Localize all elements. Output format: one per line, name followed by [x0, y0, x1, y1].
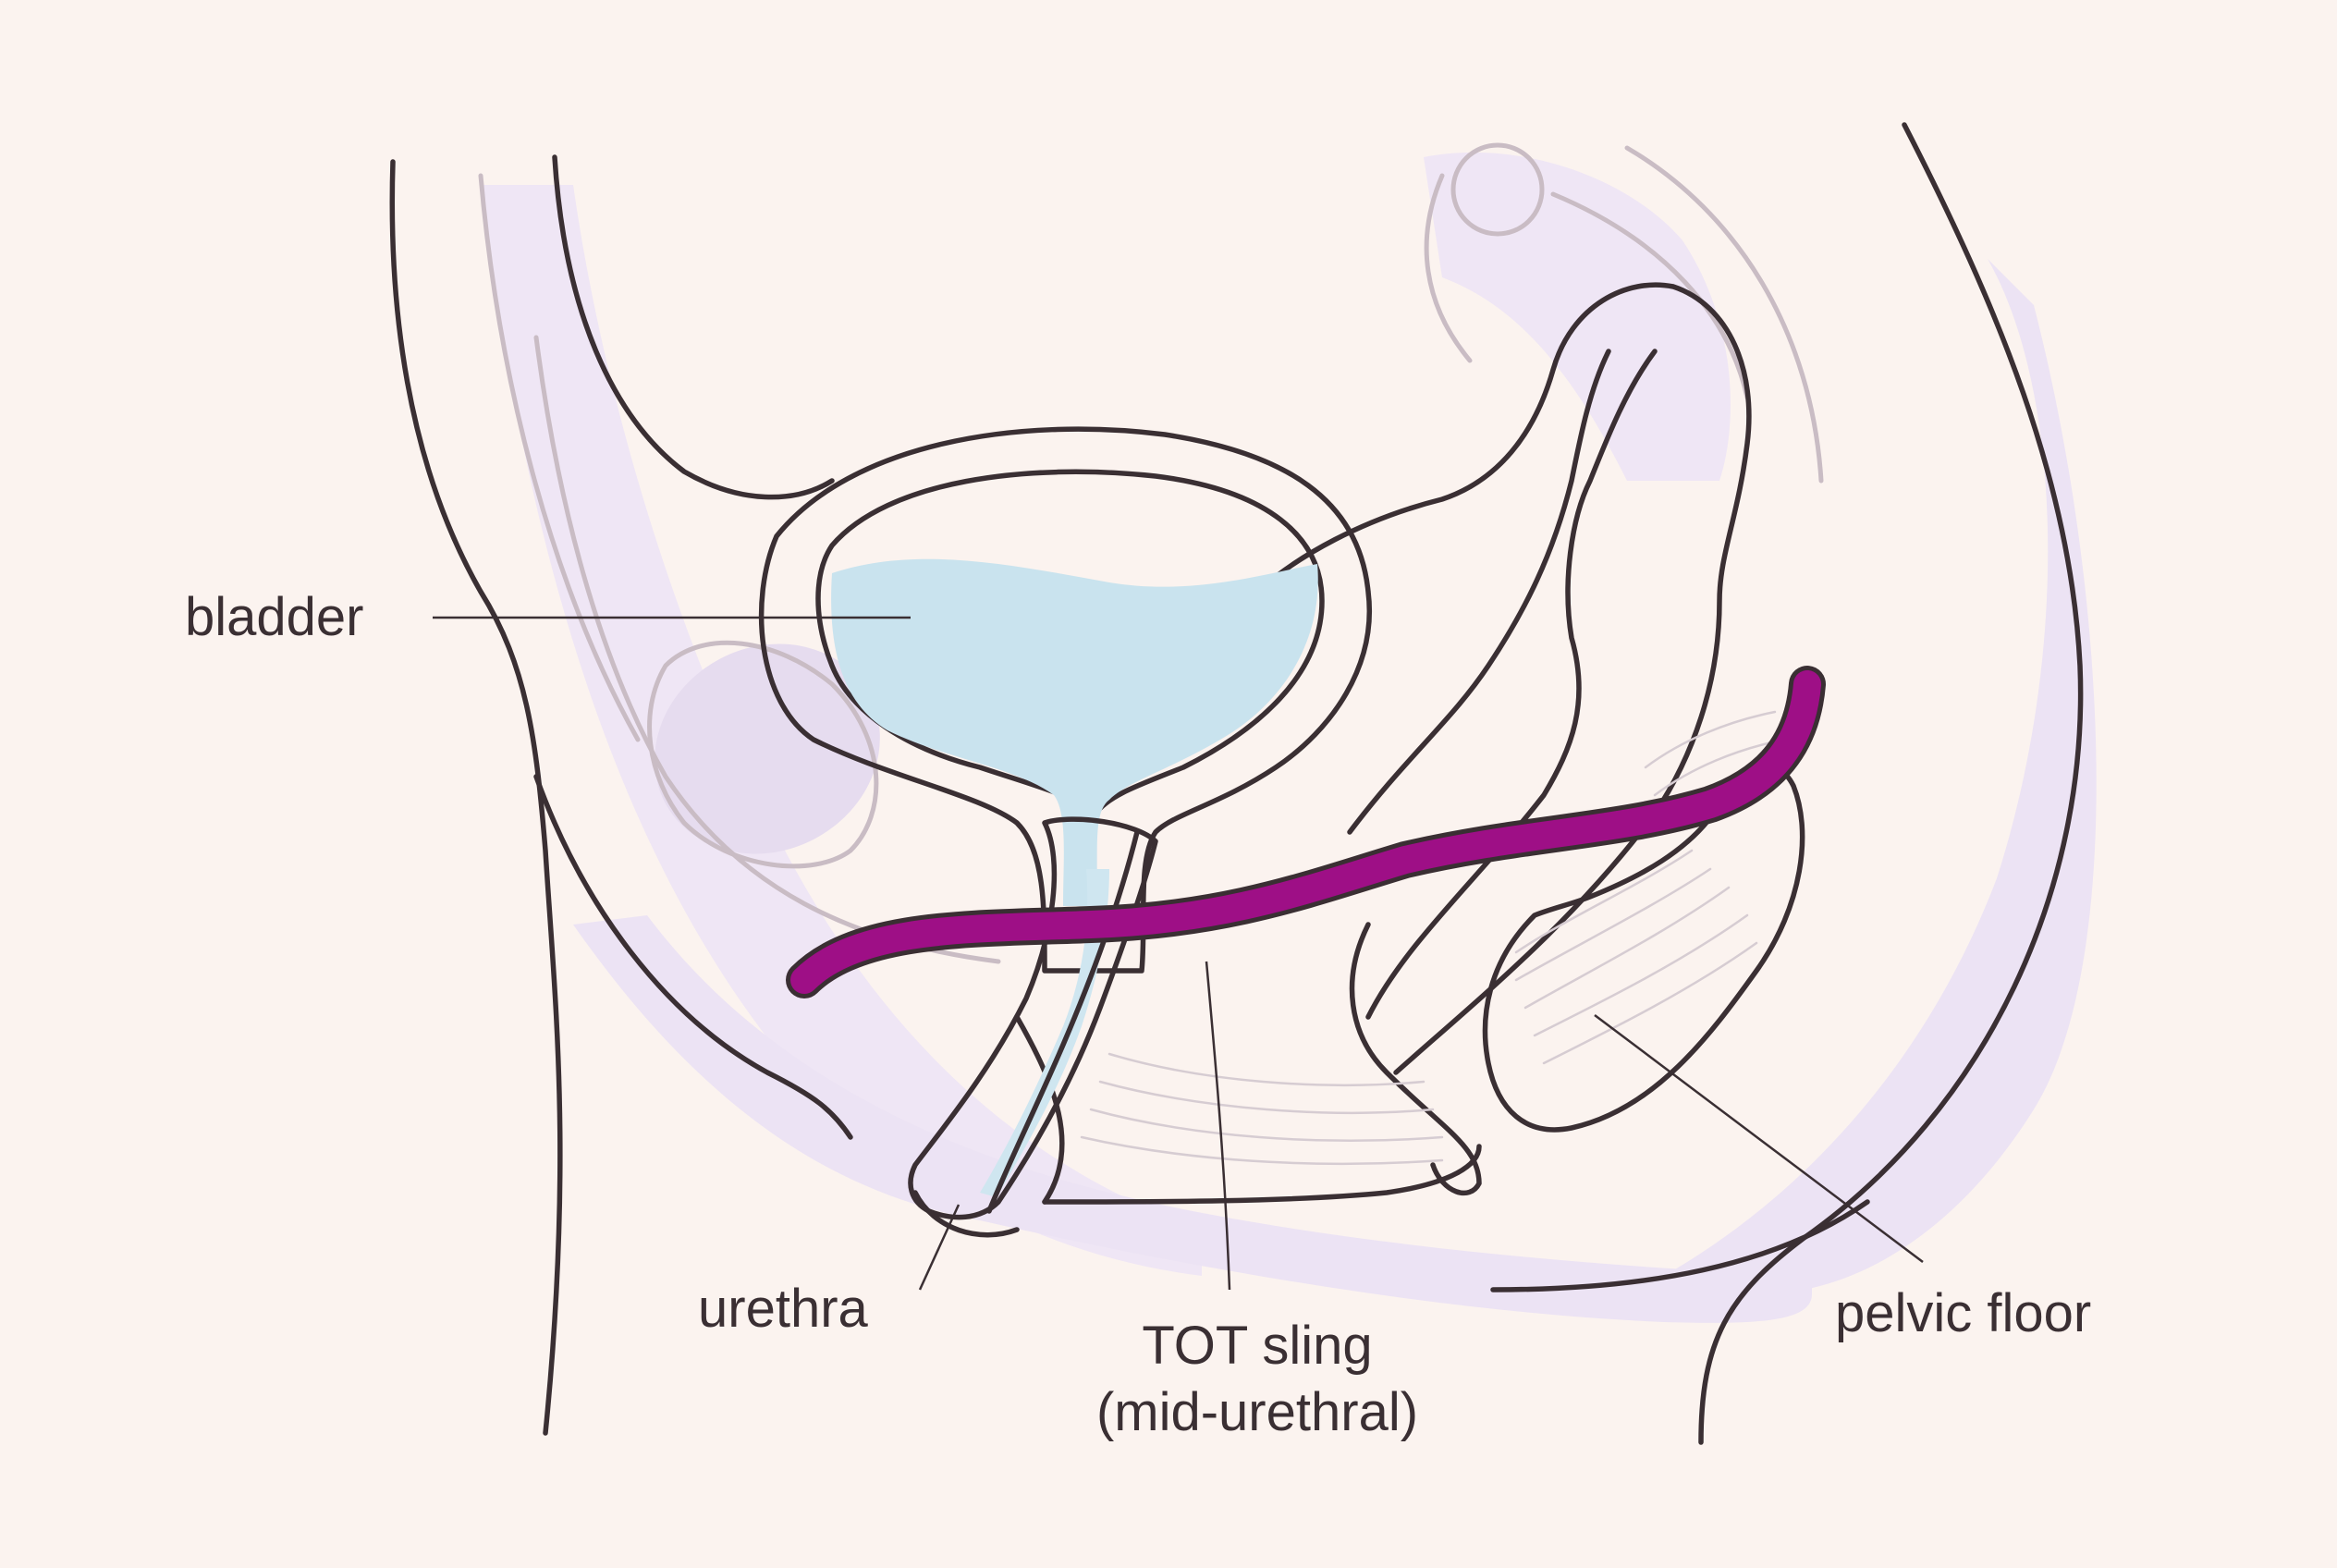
sacral-ring [1450, 142, 1545, 237]
uterus-inner [1365, 349, 1658, 1020]
bladder-fluid [831, 558, 1318, 906]
label-tot-sling-line2: (mid-urethral) [1095, 1382, 1419, 1442]
contour-sacrum-2 [1424, 173, 1473, 363]
perineum-curve [1014, 1014, 1065, 1205]
label-urethra: urethra [698, 1279, 868, 1339]
label-pelvic-floor: pelvic floor [1835, 1283, 2092, 1343]
abdominal-wall-outer [389, 159, 563, 1436]
label-bladder: bladder [185, 587, 364, 647]
abdominal-wall-inner [552, 154, 835, 500]
tissue-shading [481, 152, 2097, 1323]
background-contours [478, 142, 1824, 964]
urethra-outer-wall [908, 816, 1158, 1220]
leader-sling [1205, 961, 1231, 1291]
pelvic-floor-fibres [1080, 710, 1786, 1166]
outlines [389, 122, 2084, 1445]
bladder-wall-inner [815, 469, 1325, 816]
pelvic-floor-base [1042, 1144, 1482, 1205]
urethra-lumen [980, 869, 1109, 1197]
abdominal-skin-curve [533, 774, 853, 1140]
posterior-contour-outer [1698, 122, 2084, 1445]
label-tot-sling-line1: TOT sling [1142, 1316, 1373, 1376]
posterior-contour-lower [1490, 1199, 1870, 1292]
urethra [908, 816, 1158, 1220]
contour-sacrum-1 [1624, 145, 1824, 484]
bladder-wall-outer [758, 426, 1372, 974]
rectum-outline [1482, 763, 1805, 1133]
leader-urethra [918, 1204, 960, 1291]
tot-sling [790, 670, 1821, 994]
bladder [758, 426, 1372, 974]
contour-anterior-2 [478, 173, 641, 742]
pubic-bone-outline [647, 640, 879, 869]
anterior-shade [481, 185, 1202, 1276]
sacral-shade [1424, 152, 1731, 481]
contour-sacrum-3 [1550, 191, 1750, 400]
urethra-divider [986, 829, 1140, 1214]
leader-lines [433, 616, 1924, 1291]
vaginal-canal-back [1349, 922, 1482, 1195]
vaginal-canal-front [1347, 349, 1611, 835]
leader-pelvic-floor [1594, 1014, 1924, 1263]
pubic-bone [655, 643, 880, 854]
label-tot-sling: TOT sling (mid-urethral) [1096, 1313, 1418, 1446]
